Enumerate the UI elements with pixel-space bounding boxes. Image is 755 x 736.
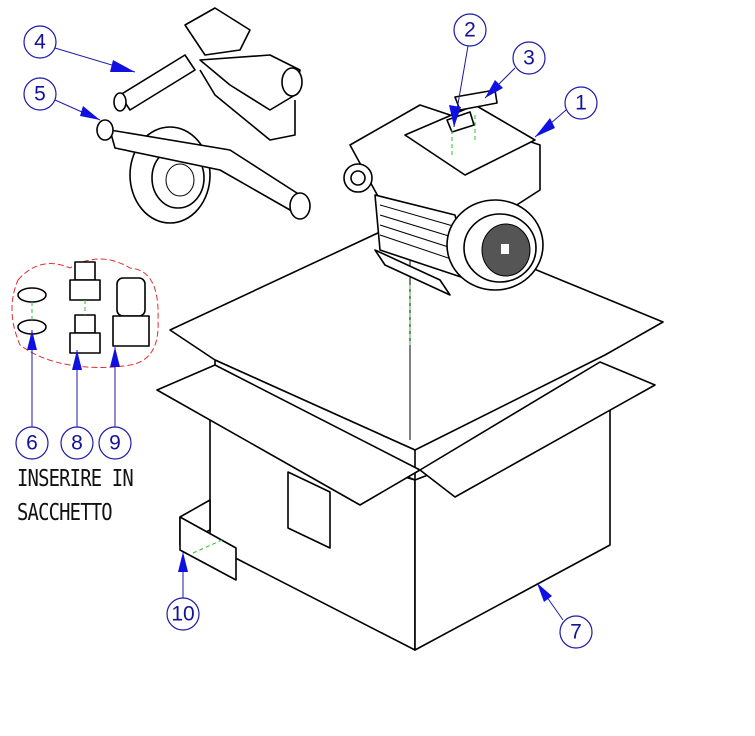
fitting-part-8a xyxy=(69,261,101,301)
label-part-3 xyxy=(454,89,498,111)
balloon-1-label: 1 xyxy=(575,92,587,115)
balloon-6: 6 xyxy=(15,426,49,460)
balloon-2: 2 xyxy=(453,13,487,47)
balloon-10-label: 10 xyxy=(171,603,194,626)
balloon-7: 7 xyxy=(559,615,593,649)
balloon-5: 5 xyxy=(23,77,57,111)
fitting-part-8b xyxy=(69,314,101,354)
adapter-part-9 xyxy=(112,277,150,347)
balloon-7-label: 7 xyxy=(570,621,582,644)
balloon-2-label: 2 xyxy=(464,19,476,42)
balloon-9: 9 xyxy=(98,426,132,460)
cardboard-box xyxy=(156,217,664,651)
box-label-area xyxy=(287,471,331,549)
hose-part-5 xyxy=(96,119,311,224)
balloon-1: 1 xyxy=(564,86,598,120)
label-part-2 xyxy=(446,111,475,133)
balloon-10: 10 xyxy=(166,597,200,631)
balloon-4: 4 xyxy=(23,25,57,59)
small-parts-group xyxy=(11,258,159,368)
balloon-3-label: 3 xyxy=(523,47,535,70)
bag-part-10 xyxy=(179,499,237,581)
balloon-8: 8 xyxy=(60,426,94,460)
balloon-3: 3 xyxy=(512,41,546,75)
clamp-part-6a xyxy=(17,287,47,303)
balloon-5-label: 5 xyxy=(34,83,46,106)
note-line-2: SACCHETTO xyxy=(17,500,113,526)
balloon-8-label: 8 xyxy=(71,432,83,455)
leaders xyxy=(27,45,567,621)
balloon-9-label: 9 xyxy=(109,432,121,455)
balloon-4-label: 4 xyxy=(34,31,46,54)
pump-part-1 xyxy=(343,89,544,296)
note-line-1: INSERIRE IN xyxy=(17,466,134,492)
balloon-6-label: 6 xyxy=(26,432,38,455)
nozzle-part-4 xyxy=(113,7,303,141)
